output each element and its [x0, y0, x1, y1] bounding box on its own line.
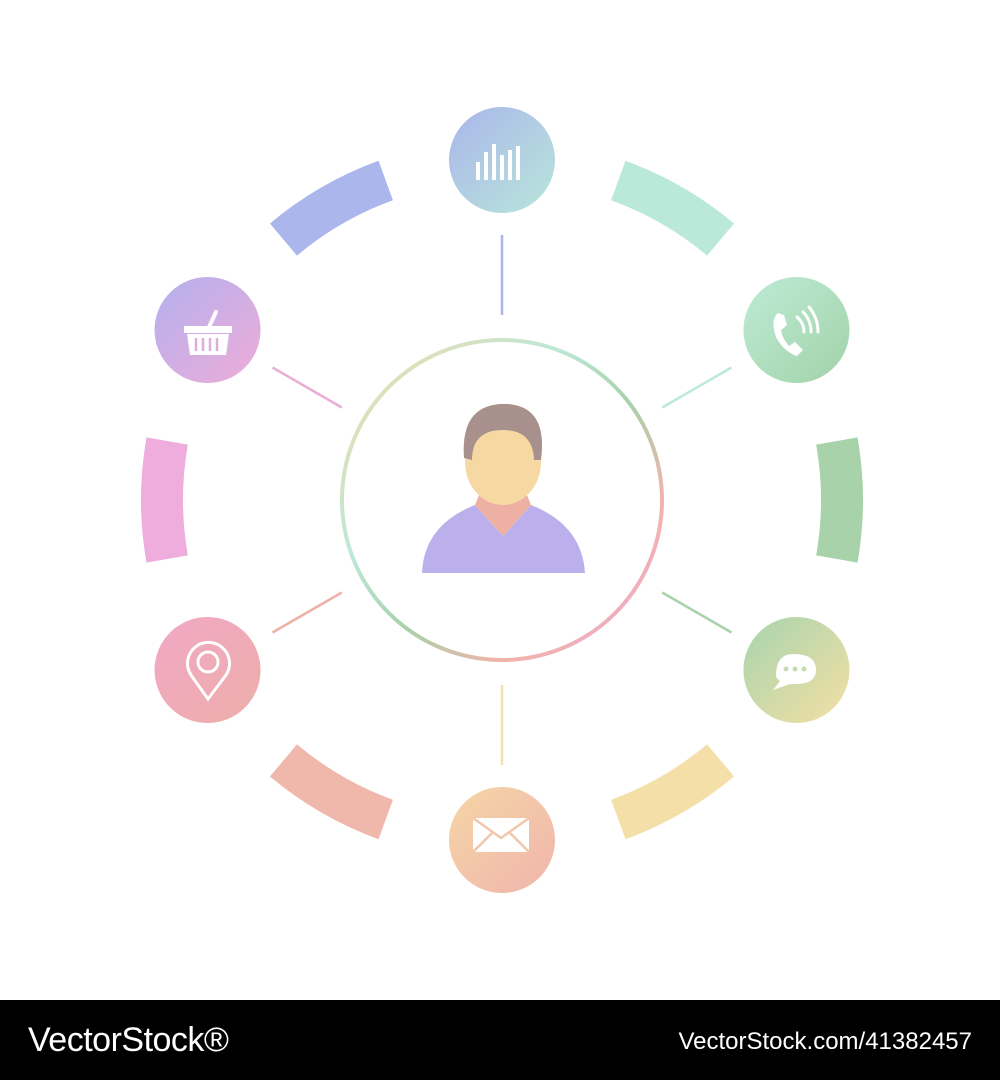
node-location-pin-circle[interactable] — [154, 617, 261, 723]
ring-segment — [269, 160, 394, 256]
ring-segment — [141, 437, 188, 563]
ring-segment — [610, 744, 735, 840]
network-diagram — [141, 107, 863, 893]
spoke-line — [271, 591, 343, 634]
ring-segment — [269, 744, 394, 840]
spokes — [271, 235, 733, 765]
spoke-line — [661, 591, 733, 634]
envelope-icon[interactable] — [472, 816, 530, 853]
location-pin-icon[interactable] — [186, 640, 231, 702]
phone-icon[interactable] — [773, 305, 820, 356]
node-phone-circle[interactable] — [743, 277, 850, 383]
ring-segment — [610, 160, 735, 256]
shopping-basket-icon[interactable] — [184, 310, 232, 355]
watermark-bar: VectorStock® VectorStock.com/41382457 — [0, 1000, 1000, 1080]
spoke-line — [271, 366, 343, 409]
outer-ring — [141, 160, 863, 840]
spoke-line — [661, 366, 733, 409]
watermark-brand: VectorStock® — [28, 1021, 229, 1059]
user-avatar-icon — [422, 403, 585, 573]
chat-bubble-icon[interactable] — [773, 654, 816, 690]
center-ring — [340, 338, 664, 662]
ring-segment — [816, 437, 863, 563]
bar-chart-icon[interactable] — [476, 144, 520, 180]
watermark-stock-id: VectorStock.com/41382457 — [678, 1028, 972, 1055]
